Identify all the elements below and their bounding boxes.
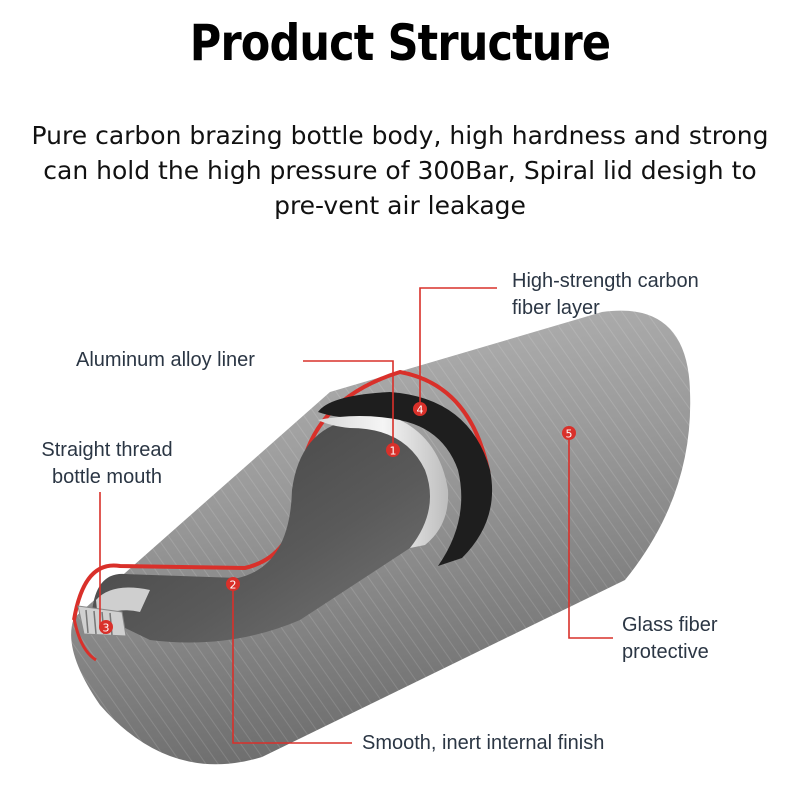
marker-5: 5 xyxy=(562,426,576,441)
label-thread-mouth-line-1: Straight thread xyxy=(41,439,173,461)
label-aluminum-liner-line-1: Aluminum alloy liner xyxy=(76,349,255,371)
label-smooth-internal-finish: Smooth, inert internal finish xyxy=(362,730,604,757)
leader-lines xyxy=(99,287,613,744)
label-carbon-fiber-line-1: High-strength carbon xyxy=(512,270,699,292)
leader-carbon-fiber xyxy=(419,287,497,408)
cutaway-interior xyxy=(92,419,440,643)
leader-internal-finish xyxy=(232,584,352,744)
label-aluminum-alloy-liner: Aluminum alloy liner xyxy=(76,347,255,374)
label-glass-fiber-line-2: protective xyxy=(622,641,709,663)
svg-text:3: 3 xyxy=(103,622,110,635)
leader-glass-fiber xyxy=(568,433,613,639)
label-internal-finish-line-1: Smooth, inert internal finish xyxy=(362,732,605,754)
mouth-cut-line xyxy=(72,617,97,662)
description-line-1: Pure carbon brazing bottle body, high ha… xyxy=(31,121,769,150)
label-straight-thread-mouth: Straight thread bottle mouth xyxy=(22,437,192,491)
label-carbon-fiber-line-2: fiber layer xyxy=(512,297,600,319)
marker-2: 2 xyxy=(226,577,240,592)
leader-aluminum-liner xyxy=(303,360,394,448)
carbon-fiber-band xyxy=(318,392,493,566)
description: Pure carbon brazing bottle body, high ha… xyxy=(20,118,780,223)
aluminum-liner-rim xyxy=(318,416,449,548)
marker-1: 1 xyxy=(386,443,400,458)
svg-text:1: 1 xyxy=(390,445,397,458)
label-carbon-fiber-layer: High-strength carbon fiber layer xyxy=(512,268,699,322)
description-line-3: pre-vent air leakage xyxy=(274,191,526,220)
marker-4: 4 xyxy=(413,402,427,417)
svg-text:2: 2 xyxy=(230,579,237,592)
label-glass-fiber-protective: Glass fiber protective xyxy=(622,612,718,666)
page-title: Product Structure xyxy=(189,14,611,72)
label-glass-fiber-line-1: Glass fiber xyxy=(622,614,718,636)
svg-text:4: 4 xyxy=(417,404,424,417)
svg-text:5: 5 xyxy=(566,428,573,441)
marker-3: 3 xyxy=(99,620,113,635)
description-line-2: can hold the high pressure of 300Bar, Sp… xyxy=(43,156,757,185)
label-thread-mouth-line-2: bottle mouth xyxy=(51,466,163,488)
